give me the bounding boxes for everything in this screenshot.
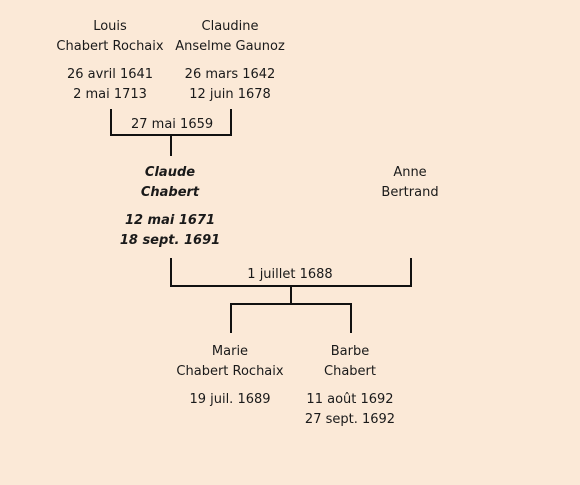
person-last-name: Chabert <box>140 185 200 200</box>
person-death-date: 18 sept. 1691 <box>119 233 221 248</box>
connector-louis-down <box>110 109 112 136</box>
connector-anne-down <box>410 258 412 287</box>
connector-to-children <box>290 287 292 304</box>
connector-claude-down <box>170 258 172 287</box>
person-anne: Anne Bertrand <box>330 163 490 203</box>
marriage-date-louis-claudine: 27 mai 1659 <box>131 117 214 133</box>
connector-to-marie <box>230 303 232 333</box>
marriage-date-claude-anne: 1 juillet 1688 <box>240 267 340 283</box>
person-death-date: 27 sept. 1692 <box>304 412 396 427</box>
person-last-name: Bertrand <box>381 185 439 200</box>
person-claude: Claude Chabert 12 mai 1671 18 sept. 1691 <box>90 163 250 251</box>
person-last-name: Anselme Gaunoz <box>175 39 285 54</box>
person-first-name: Louis <box>93 19 127 34</box>
person-barbe: Barbe Chabert 11 août 1692 27 sept. 1692 <box>270 342 430 430</box>
connector-to-barbe <box>350 303 352 333</box>
person-death-date: 2 mai 1713 <box>73 87 147 102</box>
person-louis: Louis Chabert Rochaix 26 avril 1641 2 ma… <box>30 17 190 105</box>
person-last-name: Chabert Rochaix <box>56 39 164 54</box>
children-bar <box>230 303 352 305</box>
person-death-date: 12 juin 1678 <box>189 87 271 102</box>
person-birth-date: 26 mars 1642 <box>184 67 276 82</box>
person-first-name: Barbe <box>330 344 370 359</box>
person-last-name: Chabert <box>324 364 376 379</box>
marriage-bar-louis-claudine <box>110 134 232 136</box>
person-claudine: Claudine Anselme Gaunoz 26 mars 1642 12 … <box>150 17 310 105</box>
person-birth-date: 12 mai 1671 <box>124 213 216 228</box>
person-first-name: Claudine <box>201 19 259 34</box>
person-first-name: Anne <box>393 165 427 180</box>
connector-claudine-down <box>230 109 232 136</box>
marriage-bar-claude-anne <box>170 285 412 287</box>
person-first-name: Claude <box>144 165 196 180</box>
connector-to-claude <box>170 136 172 156</box>
person-birth-date: 19 juil. 1689 <box>189 392 271 407</box>
person-marie: Marie Chabert Rochaix 19 juil. 1689 <box>150 342 310 410</box>
person-birth-date: 11 août 1692 <box>306 392 394 407</box>
person-birth-date: 26 avril 1641 <box>66 67 154 82</box>
person-last-name: Chabert Rochaix <box>176 364 284 379</box>
person-first-name: Marie <box>211 344 249 359</box>
